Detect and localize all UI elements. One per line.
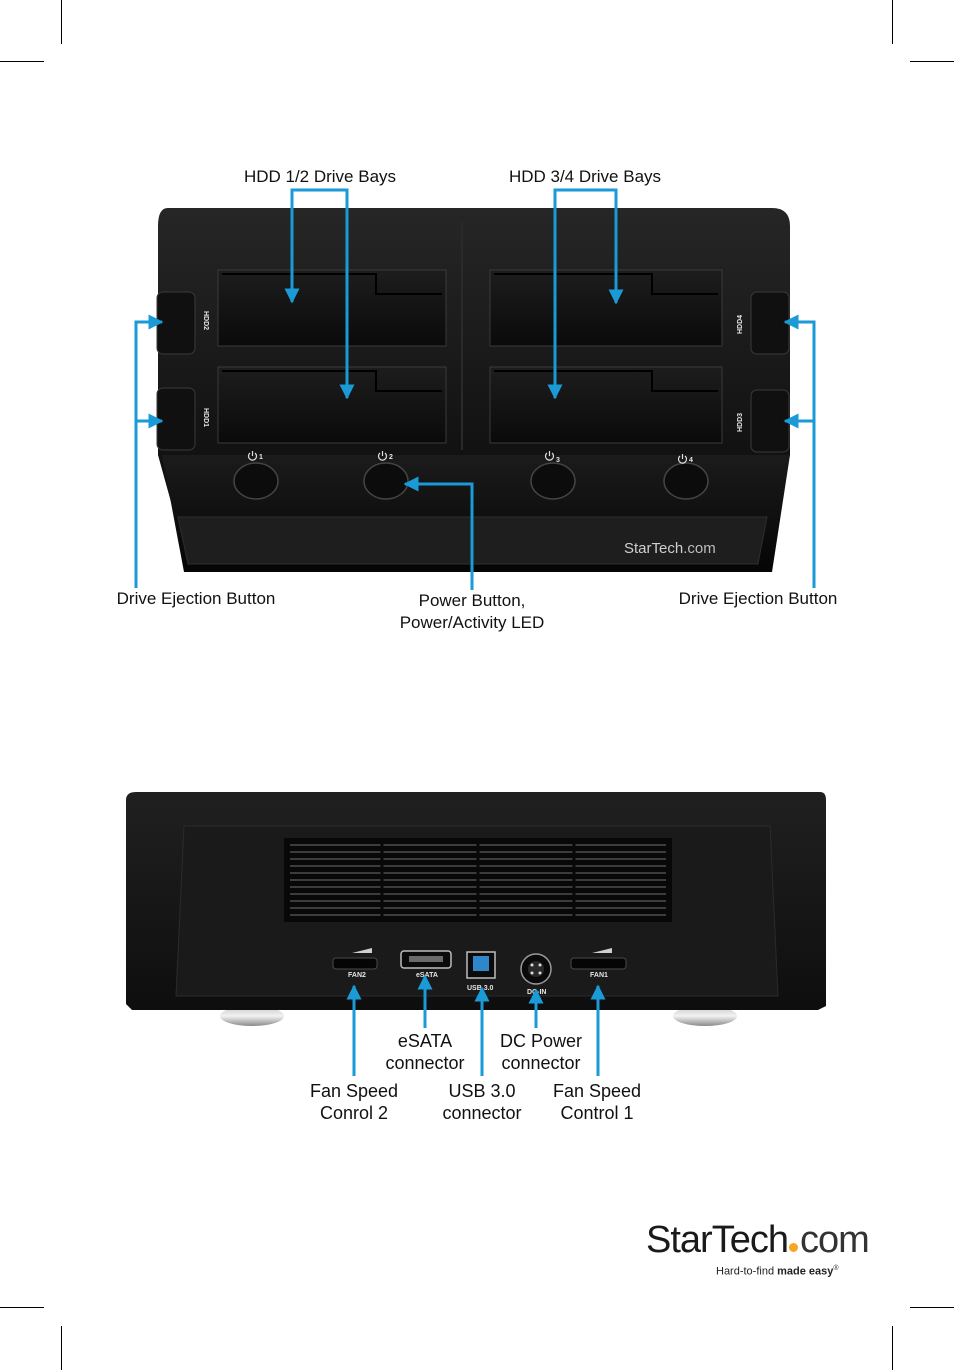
label-fan2-line2: Conrol 2 [319, 1103, 389, 1123]
drive-bay-4[interactable] [489, 269, 723, 347]
label-power-line2: Power/Activity LED [399, 613, 545, 632]
crop-mark [892, 0, 893, 44]
power-button-1[interactable] [233, 462, 279, 500]
slot-tag-hdd4: HDD4 [737, 315, 744, 334]
label-power-line1: Power Button, [418, 591, 526, 610]
label-usb-line1: USB 3.0 [448, 1081, 516, 1101]
rear-callout-arrows [346, 974, 606, 1076]
logo-tagline: Hard-to-find made easy® [716, 1265, 839, 1278]
device-brand: StarTech.com [624, 540, 716, 557]
label-eject-right: Drive Ejection Button [678, 589, 838, 608]
crop-mark [61, 1326, 62, 1370]
power-number-1: 1 [259, 454, 263, 461]
slot-tag-hdd3: HDD3 [737, 413, 744, 432]
crop-mark [892, 1326, 893, 1370]
front-view-device: HDD2 HDD1 HDD4 HDD3 1 2 3 4 StarTech.com [156, 208, 790, 572]
tagline-plain: Hard-to-find [716, 1265, 775, 1278]
label-fan1-line2: Control 1 [560, 1103, 634, 1123]
port-tag-fan1: FAN1 [590, 972, 608, 979]
drive-bay-3[interactable] [489, 366, 723, 444]
power-button-2[interactable] [363, 462, 409, 500]
label-dc-line2: connector [501, 1053, 581, 1073]
fan-speed-control-1[interactable] [570, 948, 627, 970]
power-number-3: 3 [556, 457, 560, 464]
crop-mark [0, 1307, 44, 1308]
dc-in-port[interactable] [520, 953, 552, 985]
esata-port[interactable] [400, 950, 452, 969]
eject-button-hdd4[interactable] [750, 291, 790, 355]
label-esata-line1: eSATA [397, 1031, 453, 1051]
power-icon [247, 451, 688, 464]
registered-mark: ® [833, 1265, 839, 1272]
slot-tag-hdd2: HDD2 [202, 311, 209, 330]
crop-mark [61, 0, 62, 44]
label-power-button: Power Button, Power/Activity LED [372, 590, 572, 634]
logo-name: StarTech [646, 1219, 789, 1261]
port-tag-esata: eSATA [416, 972, 438, 979]
logo-dot-icon [788, 1243, 798, 1252]
label-esata-connector: eSATA connector [355, 1030, 495, 1074]
label-fan-speed-2: Fan Speed Conrol 2 [284, 1080, 424, 1124]
eject-button-hdd3[interactable] [750, 389, 790, 453]
label-fan1-line1: Fan Speed [552, 1081, 642, 1101]
label-fan-speed-1: Fan Speed Control 1 [527, 1080, 667, 1124]
label-esata-line2: connector [385, 1053, 465, 1073]
port-tag-usb: USB 3.0 [467, 985, 494, 992]
label-usb-line2: connector [442, 1103, 522, 1123]
label-eject-left: Drive Ejection Button [116, 589, 276, 608]
eject-button-hdd2[interactable] [156, 291, 196, 355]
logo-suffix: com [799, 1219, 870, 1261]
usb3-port[interactable] [466, 951, 496, 979]
crop-mark [910, 1307, 954, 1308]
power-button-3[interactable] [530, 462, 576, 500]
label-usb3-connector: USB 3.0 connector [412, 1080, 552, 1124]
label-dc-power-connector: DC Power connector [471, 1030, 611, 1074]
label-hdd12-bays: HDD 1/2 Drive Bays [243, 167, 397, 186]
slot-tag-hdd1: HDD1 [202, 408, 209, 427]
power-number-2: 2 [389, 454, 393, 461]
vent-grille [284, 838, 672, 922]
label-dc-line1: DC Power [499, 1031, 583, 1051]
front-callout-arrows [134, 188, 816, 590]
power-number-4: 4 [689, 457, 693, 464]
rear-view-device: FAN2 eSATA USB 3.0 DC-IN FAN1 [126, 792, 826, 1026]
fan-speed-control-2[interactable] [332, 948, 378, 970]
label-fan2-line1: Fan Speed [309, 1081, 399, 1101]
drive-bay-1[interactable] [217, 366, 447, 444]
port-tag-fan2: FAN2 [348, 972, 366, 979]
power-button-4[interactable] [663, 462, 709, 500]
crop-mark [910, 61, 954, 62]
eject-button-hdd1[interactable] [156, 387, 196, 451]
tagline-bold: made easy [777, 1265, 834, 1278]
label-hdd34-bays: HDD 3/4 Drive Bays [508, 167, 662, 186]
drive-bay-2[interactable] [217, 269, 447, 347]
crop-mark [0, 61, 44, 62]
